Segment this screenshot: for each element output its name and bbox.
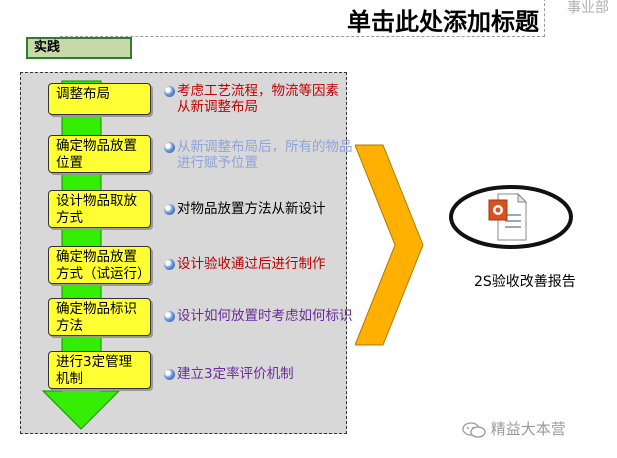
step-label: 方法 xyxy=(56,318,83,334)
desc-text: 进行赋予位置 xyxy=(177,155,258,171)
step-adjust-layout[interactable]: 调整布局 xyxy=(48,83,151,115)
report-caption: 2S验收改善报告 xyxy=(474,274,576,290)
desc-text: 设计验收通过后进行制作 xyxy=(177,256,326,272)
title-frame xyxy=(60,0,545,37)
step-determine-labeling-method[interactable]: 确定物品标识 方法 xyxy=(48,298,151,336)
step-3-description: 对物品放置方法从新设计 xyxy=(164,201,326,217)
step-4-description: 设计验收通过后进行制作 xyxy=(164,256,326,272)
process-panel: 调整布局 考虑工艺流程，物流等因素 从新调整布局 确定物品放置 位置 从新调整布… xyxy=(20,72,353,434)
bullet-icon xyxy=(164,310,175,322)
step-design-pick-place-method[interactable]: 设计物品取放 方式 xyxy=(48,190,151,228)
desc-text: 设计如何放置时考虑如何标识 xyxy=(177,308,353,324)
step-label: 位置 xyxy=(56,155,83,171)
step-label: 进行3定管理 xyxy=(56,354,133,370)
step-6-description: 建立3定率评价机制 xyxy=(164,366,294,382)
step-label: 调整布局 xyxy=(56,86,110,102)
desc-text: 从新调整布局 xyxy=(177,99,258,115)
step-determine-placement-position[interactable]: 确定物品放置 位置 xyxy=(48,135,151,173)
wechat-icon xyxy=(462,421,486,438)
step-label: 确定物品放置 xyxy=(56,138,137,154)
powerpoint-document-icon xyxy=(449,185,573,249)
desc-text: 对物品放置方法从新设计 xyxy=(177,201,326,217)
step-label: 机制 xyxy=(56,371,83,387)
step-2-description: 从新调整布局后，所有的物品 进行赋予位置 xyxy=(164,139,353,171)
step-5-description: 设计如何放置时考虑如何标识 xyxy=(164,308,353,324)
step-label: 确定物品标识 xyxy=(56,301,137,317)
desc-text: 建立3定率评价机制 xyxy=(177,366,294,382)
step-label: 方式（试运行） xyxy=(56,266,151,282)
bullet-icon xyxy=(164,85,175,97)
step-label: 设计物品取放 xyxy=(56,193,137,209)
step-1-description: 考虑工艺流程，物流等因素 从新调整布局 xyxy=(164,83,339,115)
big-right-arrow xyxy=(355,144,424,346)
step-label: 确定物品放置 xyxy=(56,249,137,265)
section-tag: 实践 xyxy=(26,37,132,59)
step-label: 方式 xyxy=(56,210,83,226)
step-trial-run[interactable]: 确定物品放置 方式（试运行） xyxy=(48,246,151,284)
bullet-icon xyxy=(164,141,175,153)
slide-title[interactable]: 单击此处添加标题 xyxy=(347,7,539,36)
bullet-icon xyxy=(164,368,175,380)
watermark: 精益大本营 xyxy=(462,418,566,439)
bullet-icon xyxy=(164,258,175,270)
watermark-text: 精益大本营 xyxy=(490,420,566,438)
desc-text: 考虑工艺流程，物流等因素 xyxy=(177,83,339,99)
report-attachment[interactable] xyxy=(448,184,574,250)
step-three-fixed-management[interactable]: 进行3定管理 机制 xyxy=(48,351,151,389)
department-label: 事业部 xyxy=(567,0,609,16)
bullet-icon xyxy=(164,203,175,215)
desc-text: 从新调整布局后，所有的物品 xyxy=(177,139,353,155)
